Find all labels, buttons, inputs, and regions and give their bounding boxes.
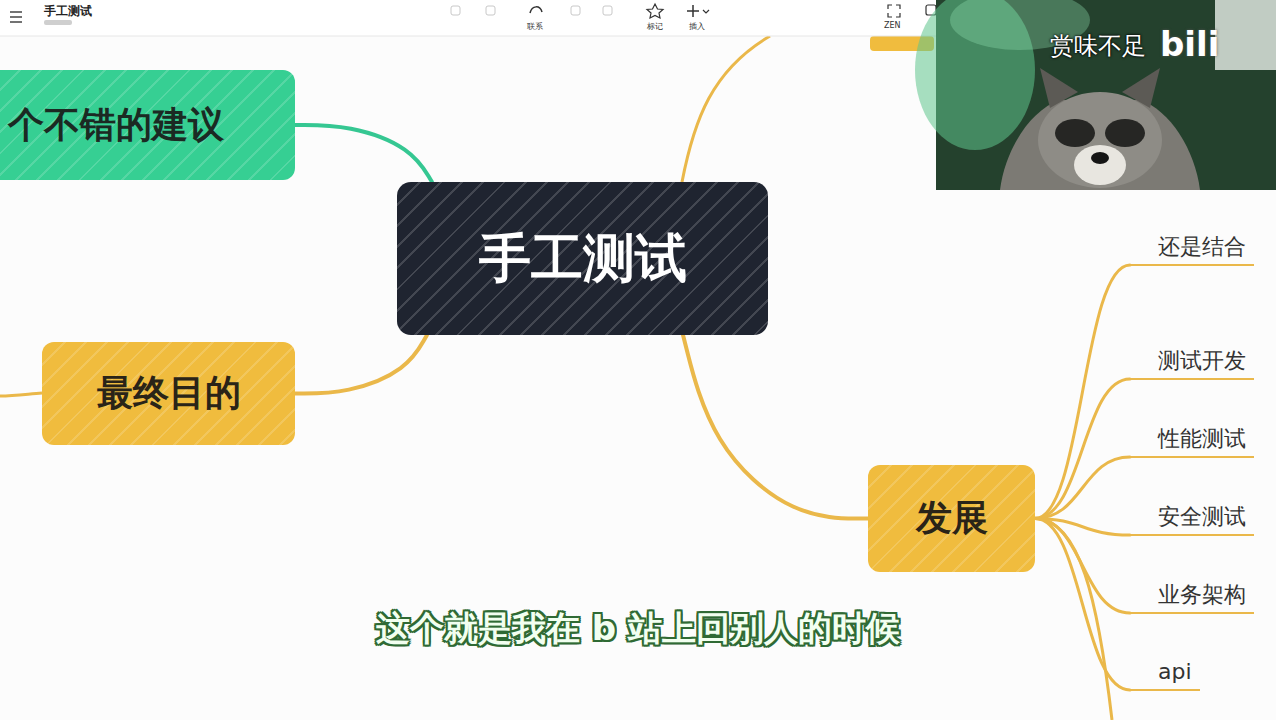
branch-connector [1035,457,1130,519]
subtopic: 业务架构 [1130,578,1254,614]
raccoon-muzzle [1074,145,1126,185]
streamer-name: 赏味不足 [1050,30,1146,62]
branch-connector [683,335,868,519]
toolbar-icon [571,6,580,15]
subtopic: 安全测试 [1130,500,1254,536]
branch-connector [295,125,432,182]
raccoon-nose [1091,152,1109,164]
branch-connector [1035,519,1130,691]
topic-text: 还是结合 [1158,230,1246,264]
main-topic: 个不错的建议 [0,70,295,180]
branch-line [682,36,770,182]
topic-text: 安全测试 [1158,500,1246,534]
raccoon-eye-patch [1105,119,1145,147]
menu-bar [10,16,22,18]
toolbar-icon [486,6,495,15]
dropdown-icon [703,10,709,13]
video-subtitle: 这个就是我在 b 站上回别人的时候 [0,606,1276,652]
zen-icon [888,5,900,17]
watermark: bili [1160,24,1219,64]
topic-text: 手工测试 [479,224,687,294]
toolbar-icon [451,6,460,15]
subtopic: 性能测试 [1130,422,1254,458]
topic-text: 性能测试 [1158,422,1246,456]
subtopic: 测试开发 [1130,344,1254,380]
topic-text: 最终目的 [97,369,241,418]
star-icon [647,4,663,18]
subtitle-placeholder [44,20,72,25]
toolbar-label: 标记 [647,21,663,32]
central-topic: 手工测试 [397,182,768,335]
raccoon-head [1038,92,1162,188]
subtopic: api [1130,655,1200,691]
menu-bar [10,11,22,13]
branch-connector [295,335,427,394]
toolbar-label: 插入 [689,21,705,32]
toolbar-icon [603,6,612,15]
document-title: 手工测试 [44,3,92,20]
light-patch [1215,0,1276,70]
toolbar-label: 联系 [527,21,543,32]
plus-icon [687,5,699,17]
branch-connector [1035,379,1130,519]
subtopic: 还是结合 [1130,230,1254,266]
topic-text: 发展 [916,494,988,543]
main-topic: 最终目的 [42,342,295,445]
toolbar-label: ZEN [884,21,901,30]
main-topic: 发展 [868,465,1035,572]
webcam-overlay [915,0,1276,190]
topic-text: 测试开发 [1158,344,1246,378]
branch-line [0,393,42,396]
relation-icon [530,7,542,13]
raccoon-eye-patch [1055,119,1095,147]
menu-icon [10,12,22,22]
topic-text: 业务架构 [1158,578,1246,612]
menu-bar [10,21,22,23]
branch-connector [1035,265,1130,519]
topic-text: 个不错的建议 [8,101,224,150]
topic-text: api [1158,655,1192,689]
